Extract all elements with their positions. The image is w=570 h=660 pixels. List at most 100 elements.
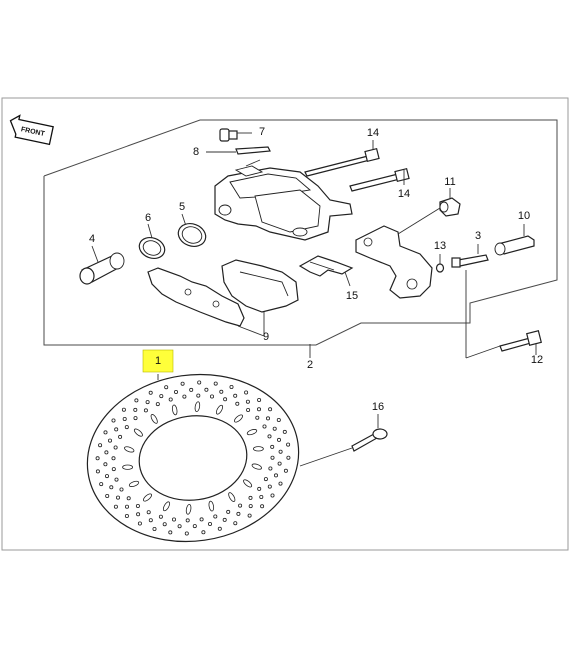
disc-hole [185, 518, 190, 523]
disc-hole [196, 393, 201, 398]
callout-12: 12 [531, 354, 543, 366]
disc-hole [148, 518, 153, 523]
callout-11: 11 [444, 176, 455, 188]
disc-hole [119, 487, 124, 492]
disc-hole [201, 530, 206, 535]
callout-labels: 1 2 3 4 5 6 7 8 9 10 11 12 13 14 14 15 1… [89, 126, 543, 413]
disc-hole [209, 394, 214, 399]
slide-pin-part [494, 224, 535, 256]
disc-slot [243, 479, 253, 488]
disc-hole [277, 461, 282, 466]
disc-slot [208, 500, 215, 512]
disc-hole [245, 399, 250, 404]
disc-hole [236, 511, 241, 516]
disc-hole [259, 494, 264, 499]
disc-hole [113, 504, 118, 509]
disc-hole [192, 524, 197, 529]
disc-hole [222, 517, 227, 522]
pin-boot-part [439, 188, 461, 217]
disc-hole [268, 407, 273, 412]
disc-slot [251, 463, 262, 470]
callout-13: 13 [434, 240, 446, 252]
callout-6: 6 [145, 212, 151, 224]
disc-hole [124, 514, 129, 519]
disc-hole [173, 389, 178, 394]
assembly-frame [43, 119, 558, 346]
disc-hole [137, 521, 142, 526]
disc-hole [159, 394, 164, 399]
callout-5: 5 [179, 201, 185, 213]
diagram-border [1, 97, 569, 551]
disc-hole [262, 424, 267, 429]
disc-hole [111, 418, 116, 423]
callout-4: 4 [89, 233, 95, 245]
disc-hole [168, 397, 173, 402]
disc-hole [219, 389, 224, 394]
disc-hole [247, 513, 252, 518]
disc-slot [252, 446, 264, 452]
disc-hole [98, 443, 103, 448]
disc-hole [267, 434, 272, 439]
disc-hole [155, 402, 160, 407]
disc-hole [270, 493, 275, 498]
disc-hole [135, 503, 140, 508]
disc-hole [283, 468, 288, 473]
disc-hole [207, 522, 212, 527]
brake-pad-right-part [221, 259, 299, 336]
disc-hole [273, 473, 278, 478]
disc-hole [213, 381, 218, 386]
disc-hole [126, 496, 131, 501]
disc-hole [257, 397, 262, 402]
disc-hole [114, 427, 119, 432]
disc-hole [143, 408, 148, 413]
disc-hole [125, 504, 130, 509]
disc-hole [197, 380, 202, 385]
disc-hole [270, 455, 275, 460]
callout-1-highlight [142, 349, 174, 373]
disc-hole [263, 477, 268, 482]
disc-hole [257, 486, 262, 491]
disc-hole [272, 426, 277, 431]
disc-hole [111, 456, 116, 461]
disc-slot [194, 401, 201, 413]
disc-hole [136, 512, 141, 517]
front-arrow-icon: FRONT [9, 114, 54, 146]
disc-hole [133, 416, 138, 421]
disc-hole [95, 456, 100, 461]
disc-bolt-part [299, 414, 388, 467]
piston-seal-part [138, 223, 166, 259]
disc-hole [133, 407, 138, 412]
disc-hole [105, 474, 110, 479]
disc-slot [234, 414, 243, 423]
disc-hole [233, 393, 238, 398]
disc-hole [171, 517, 176, 522]
disc-slot [150, 414, 158, 424]
disc-hole [217, 526, 222, 531]
disc-hole [286, 455, 291, 460]
disc-hole [246, 407, 251, 412]
disc-hole [158, 514, 163, 519]
callout-1: 1 [155, 355, 161, 367]
disc-hole [256, 407, 261, 412]
callout-16: 16 [372, 401, 384, 413]
callout-9: 9 [263, 331, 269, 343]
disc-hole [248, 504, 253, 509]
disc-hole [260, 504, 265, 509]
disc-slot [143, 493, 152, 502]
disc-hole [199, 517, 204, 522]
pad-spring-part [298, 255, 354, 287]
disc-slot [228, 492, 236, 502]
disc-hole [103, 430, 108, 435]
disc-hole [278, 449, 283, 454]
disc-hole [104, 450, 109, 455]
disc-hole [118, 434, 123, 439]
bracket-mount-bolt-part [499, 329, 543, 355]
disc-slot [124, 446, 135, 453]
disc-hole [180, 381, 185, 386]
disc-hole [111, 467, 116, 472]
caliper-body-part [214, 159, 353, 241]
disc-hole [113, 445, 118, 450]
disc-hole [235, 401, 240, 406]
disc-hole [105, 493, 110, 498]
